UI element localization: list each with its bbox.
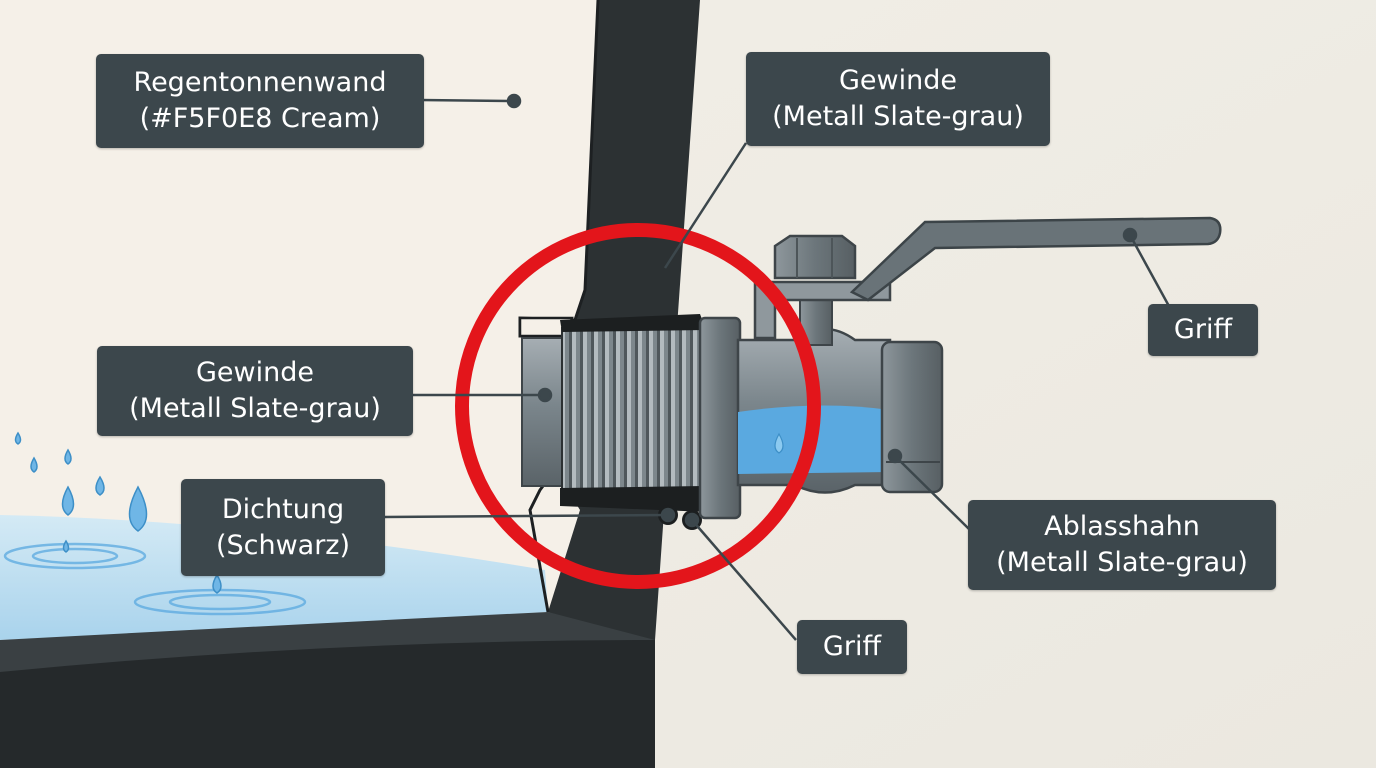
water-droplets: [14, 431, 222, 594]
label-seal-line1: Dichtung: [221, 493, 345, 525]
label-thread-left: Gewinde (Metall Slate-grau): [97, 346, 413, 436]
fitting-sleeve: [521, 337, 568, 487]
label-drain-valve-line2: (Metall Slate-grau): [996, 547, 1248, 578]
seal-ring: [560, 314, 708, 512]
label-barrel-wall-line1: Regentonnenwand: [133, 67, 387, 98]
label-seal: Dichtung (Schwarz): [181, 479, 385, 576]
valve-water-drop: [774, 432, 784, 454]
label-handle-bottom-line1: Griff: [822, 631, 882, 662]
label-thread-left-line1: Gewinde: [196, 357, 314, 388]
label-drain-valve-line1: Ablasshahn: [1044, 511, 1200, 542]
valve-nut-right: [880, 340, 944, 494]
label-barrel-wall-line2: (#F5F0E8 Cream): [139, 103, 381, 134]
threaded-pipe: [561, 327, 703, 497]
label-handle-right: Griff: [1148, 304, 1258, 356]
barrel-lower-rim: [0, 612, 655, 672]
barrel-bottom-band: [0, 630, 655, 768]
label-seal-line2: (Schwarz): [215, 529, 351, 561]
leader-lines: [383, 93, 1172, 641]
valve-cap-nut: [773, 234, 857, 280]
barrel-interior-wall: [0, 0, 605, 640]
label-thread-left-line2: (Metall Slate-grau): [129, 393, 381, 424]
label-thread-top: Gewinde (Metall Slate-grau): [746, 52, 1050, 146]
label-thread-top-line1: Gewinde: [839, 65, 957, 96]
label-thread-top-line2: (Metall Slate-grau): [772, 101, 1024, 132]
barrel-water: [0, 515, 548, 640]
label-handle-right-line1: Griff: [1173, 314, 1233, 345]
highlight-circle: [455, 223, 821, 589]
label-drain-valve: Ablasshahn (Metall Slate-grau): [968, 500, 1276, 590]
valve-nut-left: [698, 316, 742, 520]
label-handle-bottom: Griff: [797, 620, 907, 674]
label-barrel-wall: Regentonnenwand (#F5F0E8 Cream): [96, 54, 424, 148]
